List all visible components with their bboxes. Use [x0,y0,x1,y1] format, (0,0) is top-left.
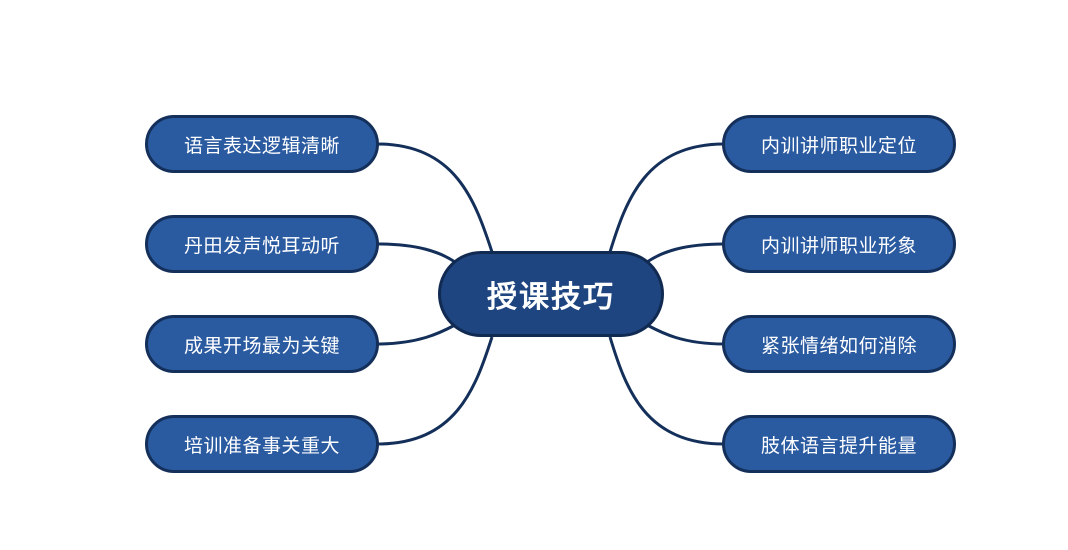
connector-right-3 [646,323,725,346]
connector-right-4 [608,336,725,446]
branch-label: 内训讲师职业形象 [760,234,917,257]
connector-left-4 [376,336,494,446]
branch-label: 成果开场最为关键 [183,334,340,357]
center-topic-label: 授课技巧 [487,280,615,315]
branch-label: 肢体语言提升能量 [760,434,917,457]
branch-label: 丹田发声悦耳动听 [183,234,340,257]
connector-left-3 [376,323,456,346]
branch-left-1[interactable]: 语言表达逻辑清晰 [145,115,379,173]
branch-right-2[interactable]: 内训讲师职业形象 [722,215,956,273]
branch-right-1[interactable]: 内训讲师职业定位 [722,115,956,173]
branch-right-4[interactable]: 肢体语言提升能量 [722,415,956,473]
connector-left-2 [376,242,456,264]
branch-label: 语言表达逻辑清晰 [183,134,340,157]
branch-left-4[interactable]: 培训准备事关重大 [145,415,379,473]
connector-right-1 [608,142,725,253]
connector-right-2 [646,242,725,264]
branch-label: 培训准备事关重大 [183,434,340,457]
branch-right-3[interactable]: 紧张情绪如何消除 [722,315,956,373]
branch-label: 紧张情绪如何消除 [760,334,917,357]
connector-left-1 [376,142,494,253]
branch-label: 内训讲师职业定位 [760,134,917,157]
branch-left-2[interactable]: 丹田发声悦耳动听 [145,215,379,273]
center-topic[interactable]: 授课技巧 [438,251,664,337]
branch-left-3[interactable]: 成果开场最为关键 [145,315,379,373]
